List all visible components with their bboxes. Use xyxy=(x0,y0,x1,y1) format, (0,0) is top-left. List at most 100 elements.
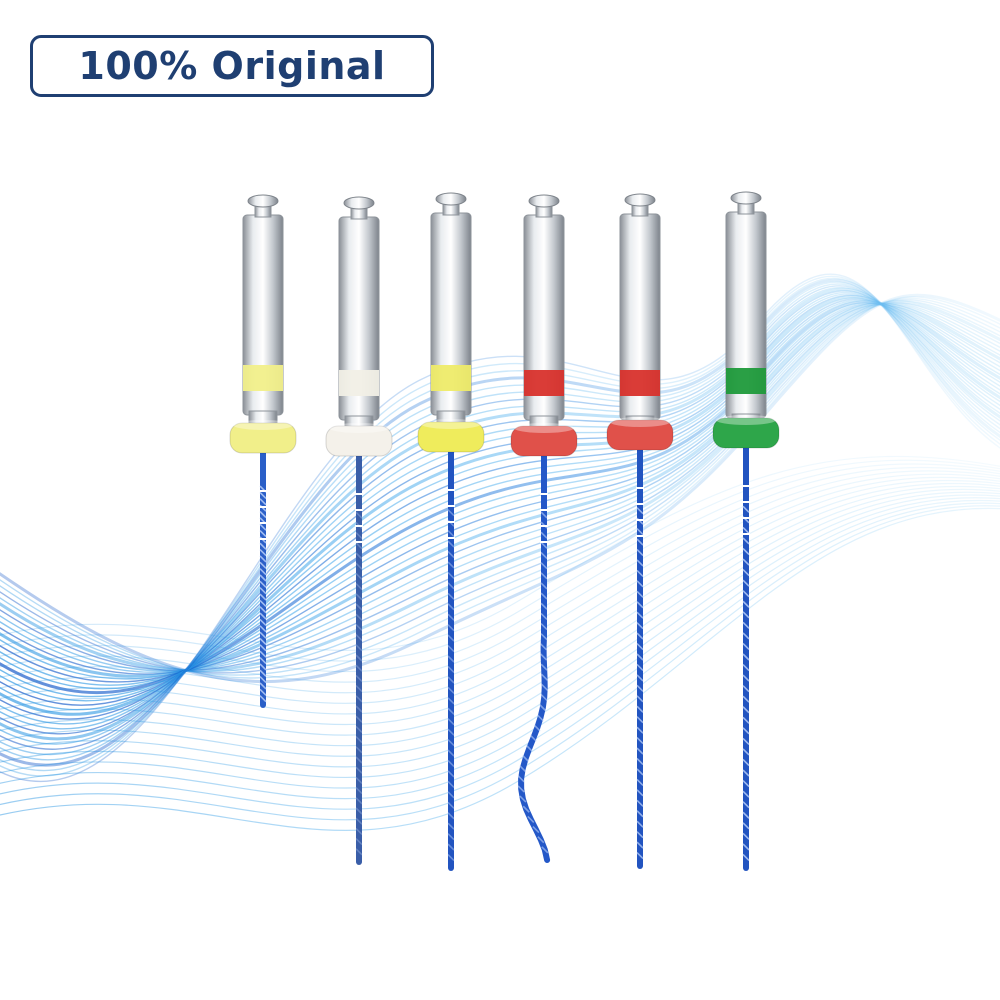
flute-highlight xyxy=(636,810,644,818)
flute-highlight xyxy=(355,746,363,754)
stopper-highlight xyxy=(421,419,481,429)
flute-highlight xyxy=(742,748,750,756)
flute-highlight xyxy=(636,716,644,724)
flute-highlight xyxy=(636,663,644,672)
flute-highlight xyxy=(259,587,267,595)
flute-highlight xyxy=(447,613,455,621)
flute-highlight xyxy=(636,757,644,766)
flute-highlight xyxy=(742,558,750,566)
badge-text: 100% Original xyxy=(78,44,386,88)
flute-highlight xyxy=(447,624,455,632)
wave-strand xyxy=(0,296,1000,679)
flute-highlight xyxy=(355,797,363,805)
flute-highlight xyxy=(447,571,455,579)
flute-highlight xyxy=(259,568,267,576)
flute-highlight xyxy=(355,664,363,672)
flute-highlight xyxy=(540,511,548,519)
flute-highlight xyxy=(540,653,548,661)
flute-highlight xyxy=(355,623,363,631)
flute-highlight xyxy=(636,569,644,577)
flute-highlight xyxy=(447,634,455,642)
flute-highlight xyxy=(636,590,644,598)
flute-highlight xyxy=(539,704,547,712)
flute-highlight xyxy=(742,822,750,830)
original-badge: 100% Original xyxy=(30,35,434,97)
flute-highlight xyxy=(447,843,455,851)
flute-highlight xyxy=(259,542,267,550)
flute-highlight xyxy=(742,769,750,777)
rubber-stopper xyxy=(325,425,393,457)
flute-highlight xyxy=(636,726,644,734)
flute-highlight xyxy=(539,643,548,651)
background-waves xyxy=(0,273,1000,831)
color-band xyxy=(431,365,471,391)
flute-highlight xyxy=(536,714,544,722)
stopper-highlight xyxy=(233,420,293,430)
flute-highlight xyxy=(259,637,267,646)
flute-highlight xyxy=(447,676,455,684)
wave-strand xyxy=(0,459,1000,662)
flute-highlight xyxy=(742,801,750,809)
flute-highlight xyxy=(259,656,267,665)
wave-strand xyxy=(0,473,1000,704)
wave-strand xyxy=(0,299,1000,674)
flute-highlight xyxy=(355,583,363,591)
wave-strand xyxy=(0,479,1000,726)
flute-highlight xyxy=(355,644,363,652)
endodontic-files xyxy=(229,191,780,871)
flute-highlight xyxy=(447,665,455,674)
color-band xyxy=(339,370,379,396)
flute-highlight xyxy=(742,526,750,534)
flute-highlight xyxy=(742,590,750,598)
flute-highlight xyxy=(259,650,267,658)
flute-highlight xyxy=(742,663,750,672)
flute-highlight xyxy=(636,632,644,640)
flute-highlight xyxy=(636,820,644,828)
flute-highlight xyxy=(355,695,363,703)
flute-highlight xyxy=(742,632,750,640)
flute-highlight xyxy=(447,644,455,653)
flute-highlight xyxy=(742,716,750,724)
flute-highlight xyxy=(447,739,455,747)
endodontic-file xyxy=(712,191,780,871)
flute-highlight xyxy=(259,618,267,627)
flute-highlight xyxy=(636,705,644,713)
flute-highlight xyxy=(447,812,455,820)
flute-highlight xyxy=(742,600,750,608)
flute-highlight xyxy=(636,778,644,786)
flute-highlight xyxy=(259,612,267,620)
wave-strand xyxy=(0,485,1000,747)
color-band xyxy=(243,365,283,391)
flute-highlight xyxy=(636,611,644,619)
flute-highlight xyxy=(742,579,750,587)
wave-strand xyxy=(0,297,1000,676)
flute-highlight xyxy=(636,548,644,557)
flute-highlight xyxy=(742,674,750,682)
wave-strand xyxy=(0,299,1000,702)
handle-cap xyxy=(343,196,375,210)
flute-highlight xyxy=(447,686,455,694)
flute-highlight xyxy=(742,737,750,745)
flute-highlight xyxy=(355,654,363,662)
wave-strand xyxy=(0,301,1000,690)
flute-highlight xyxy=(540,633,548,641)
flute-highlight xyxy=(447,801,455,809)
flute-highlight xyxy=(529,734,537,742)
flute-highlight xyxy=(636,580,644,588)
flute-highlight xyxy=(355,776,363,784)
wave-strand xyxy=(0,494,1000,778)
flute-highlight xyxy=(355,634,363,642)
flute-highlight xyxy=(636,799,644,807)
stopper-highlight xyxy=(610,417,670,427)
color-band xyxy=(620,370,660,396)
flute-highlight xyxy=(742,758,750,767)
flute-highlight xyxy=(259,491,267,500)
flute-highlight xyxy=(259,498,267,506)
flute-highlight xyxy=(355,848,363,856)
flute-highlight xyxy=(447,749,455,757)
handle-cap xyxy=(528,194,560,208)
flute-highlight xyxy=(537,836,545,844)
flute-highlight xyxy=(636,507,644,515)
flute-highlight xyxy=(540,551,548,560)
